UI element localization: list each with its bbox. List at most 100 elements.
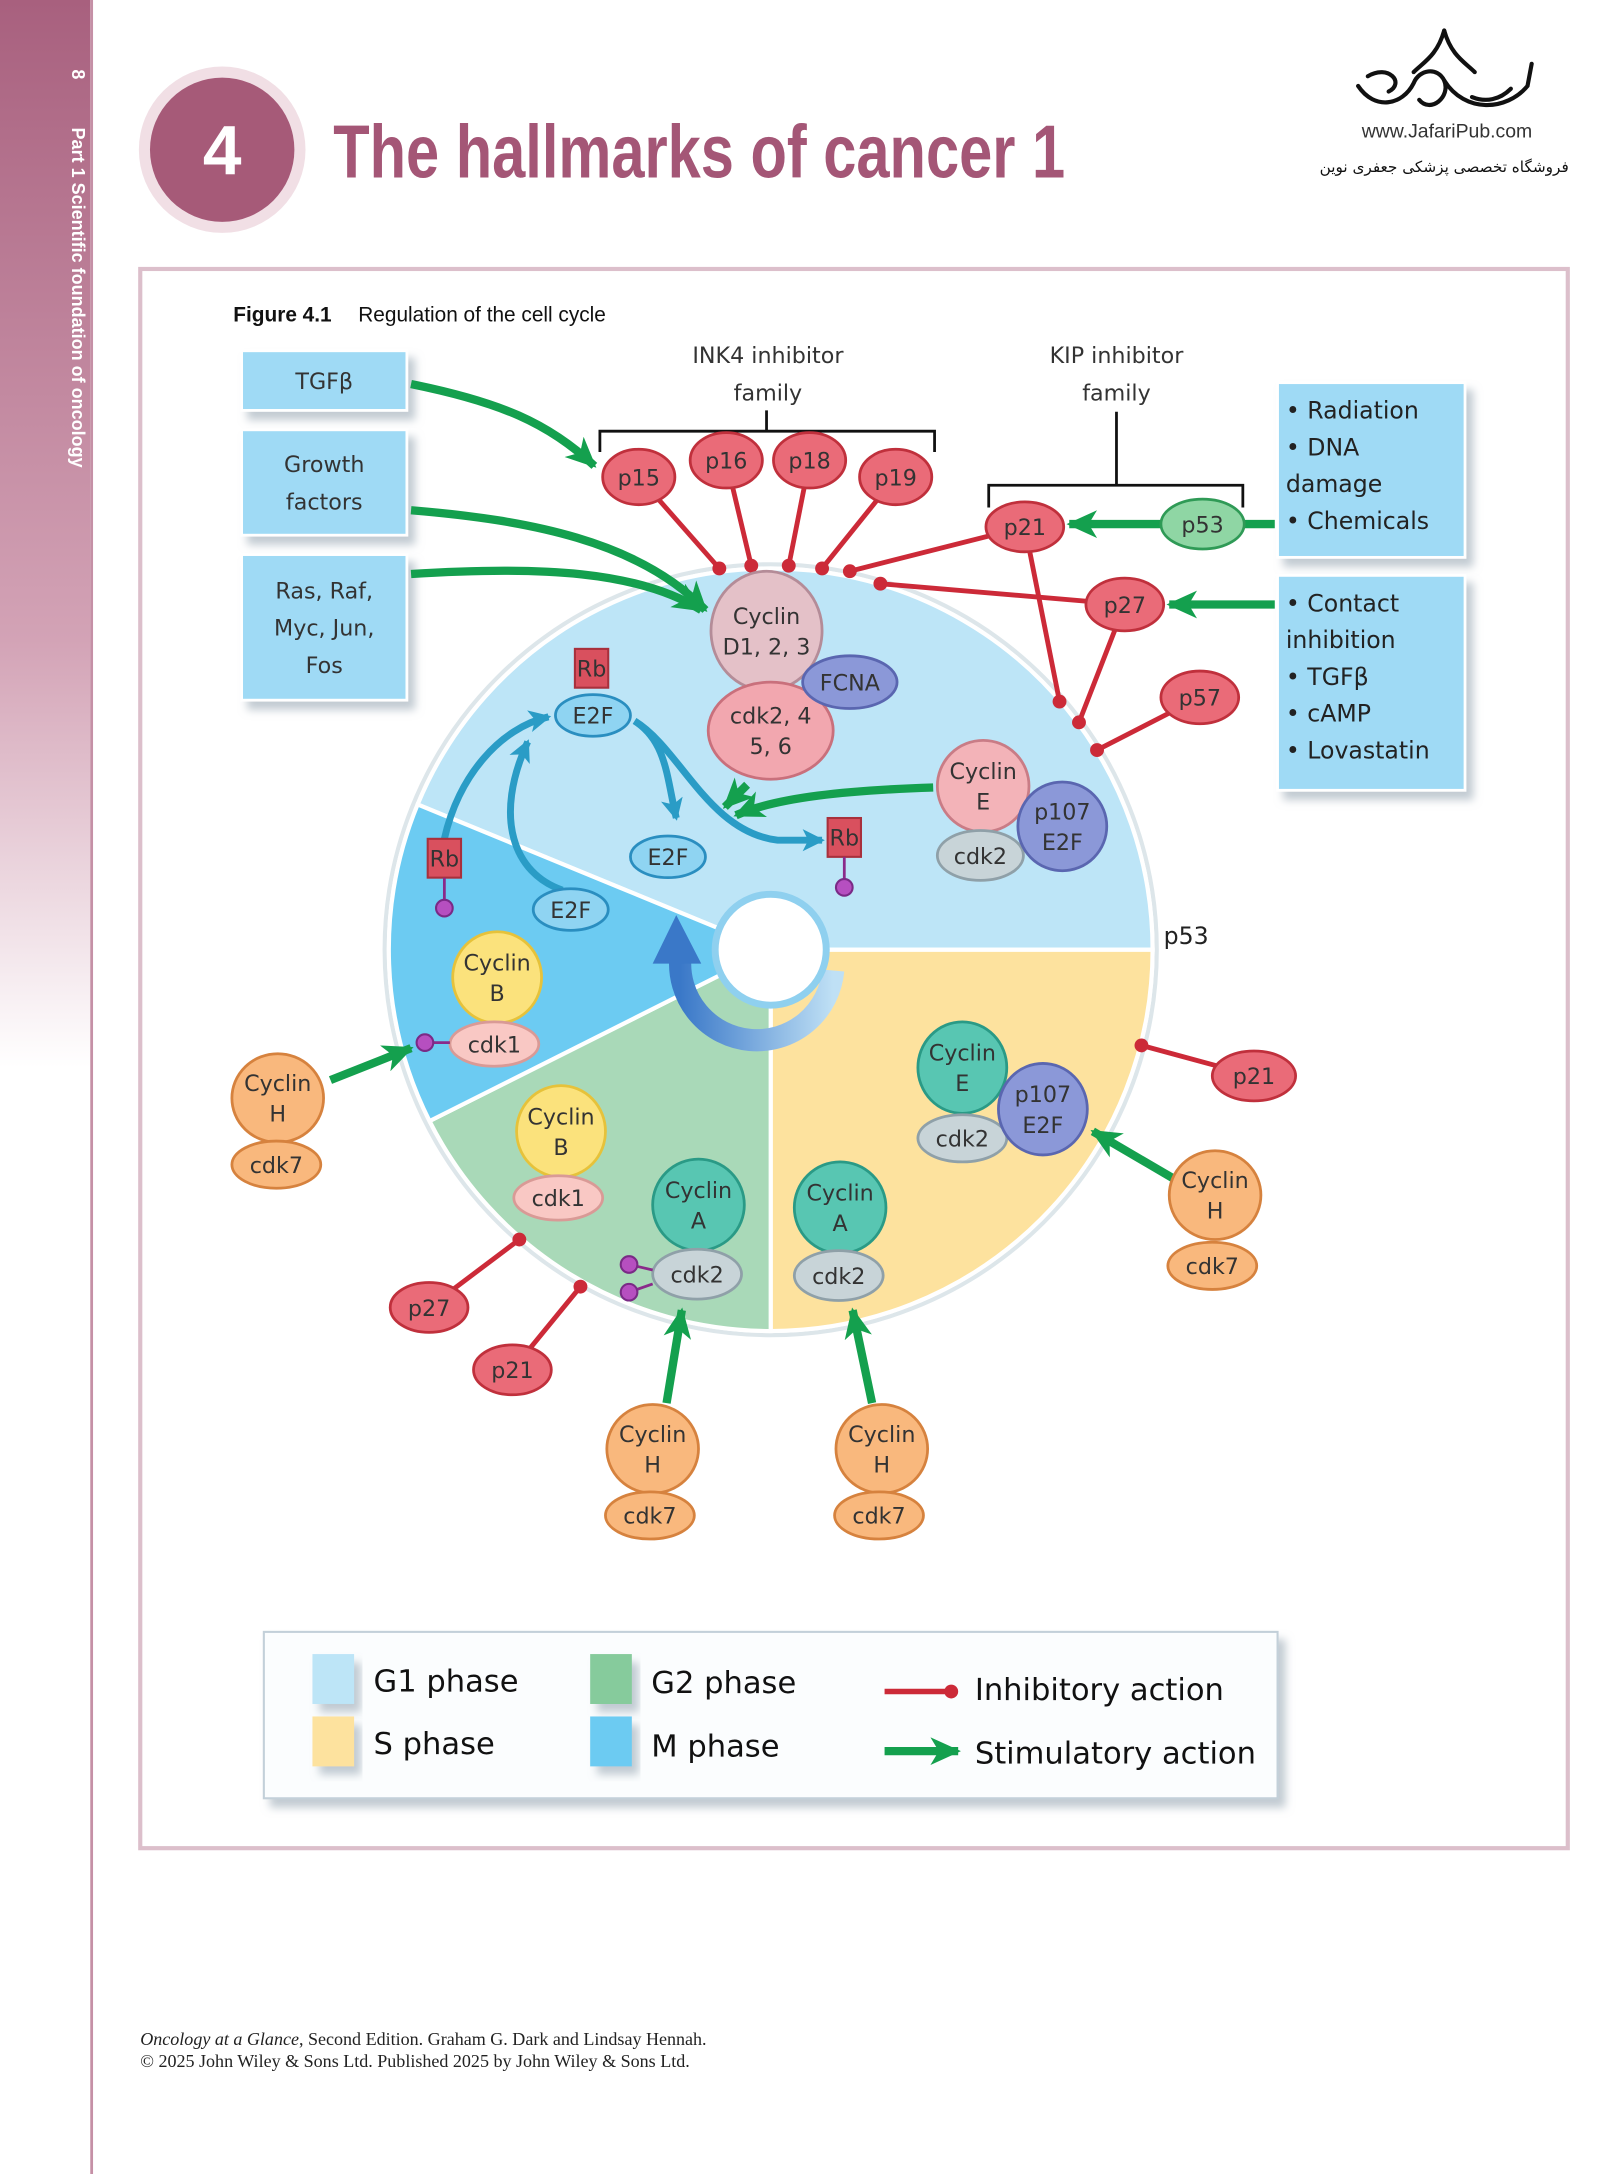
stimulatory-arrow (662, 1307, 692, 1404)
inhibitory-line (880, 581, 1126, 607)
molecule-cdk2: cdk2 (916, 1113, 1009, 1164)
molecule-label: Cyclin (733, 604, 800, 630)
cycle-arrowhead-icon (652, 915, 702, 964)
molecule-shape (935, 738, 1031, 834)
molecule-label: p107 (1034, 799, 1090, 825)
molecule-label: A (833, 1211, 848, 1237)
molecule-shape (688, 431, 764, 490)
molecule-shape (916, 1020, 1009, 1115)
molecule-label: p107 (1015, 1082, 1071, 1108)
stimulatory-arrow (328, 1044, 414, 1084)
page-title: The hallmarks of cancer 1 (333, 110, 1065, 194)
stimulus-box-text: damage (1286, 470, 1382, 498)
molecule-label: p19 (874, 465, 916, 491)
molecule-shape (772, 431, 848, 490)
molecule-shape (512, 1174, 605, 1222)
signal-box (240, 553, 409, 702)
legend-swatch-g2 (590, 1654, 632, 1704)
molecule-cdk2: cdk2 (651, 1247, 743, 1301)
molecule-label: Cyclin (619, 1422, 686, 1448)
molecule-label: p57 (1179, 686, 1221, 712)
molecule-label: 5, 6 (750, 734, 792, 760)
chapter-badge (149, 77, 295, 222)
inhibitory-dot (573, 1279, 588, 1294)
molecule-label: B (490, 981, 505, 1007)
stimulatory-arrow (844, 1307, 877, 1404)
stimulus-box-text: inhibition (1286, 626, 1396, 654)
molecule-shape (1167, 1149, 1263, 1241)
molecule-label: E (976, 790, 990, 816)
molecule-p27: p27 (1084, 576, 1166, 633)
molecule-shape (605, 1403, 700, 1495)
molecule-shape (834, 1403, 930, 1495)
molecule-shape (1016, 780, 1109, 873)
molecule-label: D1, 2, 3 (723, 634, 811, 660)
molecule-shape (515, 1084, 607, 1179)
molecule-label: FCNA (820, 670, 880, 696)
molecule-label: E2F (1022, 1113, 1063, 1139)
molecule-label: cdk2, 4 (730, 704, 812, 730)
molecule-label: E2F (1042, 830, 1083, 856)
legend-swatch-m (590, 1716, 632, 1767)
kip-label: KIP inhibitor (1050, 343, 1185, 369)
molecule-label: cdk1 (468, 1032, 521, 1058)
molecule-label: E2F (550, 898, 591, 924)
molecule-shape (833, 1490, 925, 1541)
molecule-p21: p21 (984, 500, 1066, 554)
legend-label-inhibitory: Inhibitory action (975, 1673, 1224, 1708)
molecule-shape (792, 1160, 888, 1255)
figure-label: Figure 4.1 (233, 304, 331, 327)
signal-box-text: TGFβ (294, 369, 353, 395)
molecule-label: p27 (408, 1296, 450, 1322)
molecule-label: cdk7 (623, 1504, 676, 1530)
molecule-cdk7: cdk7 (604, 1490, 696, 1541)
molecule-shape (1210, 1049, 1297, 1103)
stimulus-box-text: • Lovastatin (1286, 736, 1430, 764)
chapter-header: 4 The hallmarks of cancer 1 (138, 66, 1065, 233)
figure-caption: Regulation of the cell cycle (358, 304, 606, 327)
signal-box (240, 428, 409, 537)
molecule-label: H (1207, 1199, 1224, 1225)
molecule-p53: p53 (1159, 497, 1246, 551)
inhibitory-dot (512, 1232, 527, 1247)
stimulus-box-text: • DNA (1286, 433, 1359, 461)
molecule-cdk1: cdk1 (448, 1020, 541, 1068)
molecule-label: Cyclin (1181, 1168, 1248, 1194)
footer-citation-rest: , Second Edition. Graham G. Dark and Lin… (299, 2029, 707, 2049)
molecule-label: Cyclin (527, 1104, 594, 1130)
molecule-shape (230, 1052, 325, 1144)
legend-label-g1: G1 phase (374, 1665, 519, 1700)
stimulatory-arrow (733, 783, 934, 820)
molecule-shape (651, 1247, 743, 1301)
molecule-shape (604, 1490, 696, 1541)
logo-mark (1356, 28, 1534, 108)
molecule-label: A (691, 1208, 706, 1234)
molecule-shape (451, 930, 543, 1025)
molecule-label: Cyclin (665, 1178, 732, 1204)
rb-label: Rb (430, 847, 460, 873)
molecule-cdk2: cdk2 (935, 829, 1025, 882)
molecule-shape (1084, 576, 1166, 633)
molecule-label: p53 (1181, 512, 1223, 538)
molecule-shape (388, 1281, 470, 1334)
molecule-shape (984, 500, 1066, 554)
stimulus-box-text: • Chemicals (1286, 507, 1429, 535)
inhibitory-dot (873, 576, 888, 591)
molecule-cdk2: cdk2 (792, 1249, 885, 1302)
molecule-label: Cyclin (929, 1041, 996, 1067)
molecule-label: H (269, 1102, 286, 1128)
molecule-shape (858, 447, 934, 507)
molecule-e2f: E2F (531, 887, 610, 932)
legend-swatch-g1 (312, 1654, 355, 1704)
cycle-direction-arrow (669, 955, 845, 1052)
molecule-shape (1166, 1240, 1259, 1291)
molecule-cdk1: cdk1 (512, 1174, 605, 1222)
inhibitory-dot (1090, 743, 1104, 758)
